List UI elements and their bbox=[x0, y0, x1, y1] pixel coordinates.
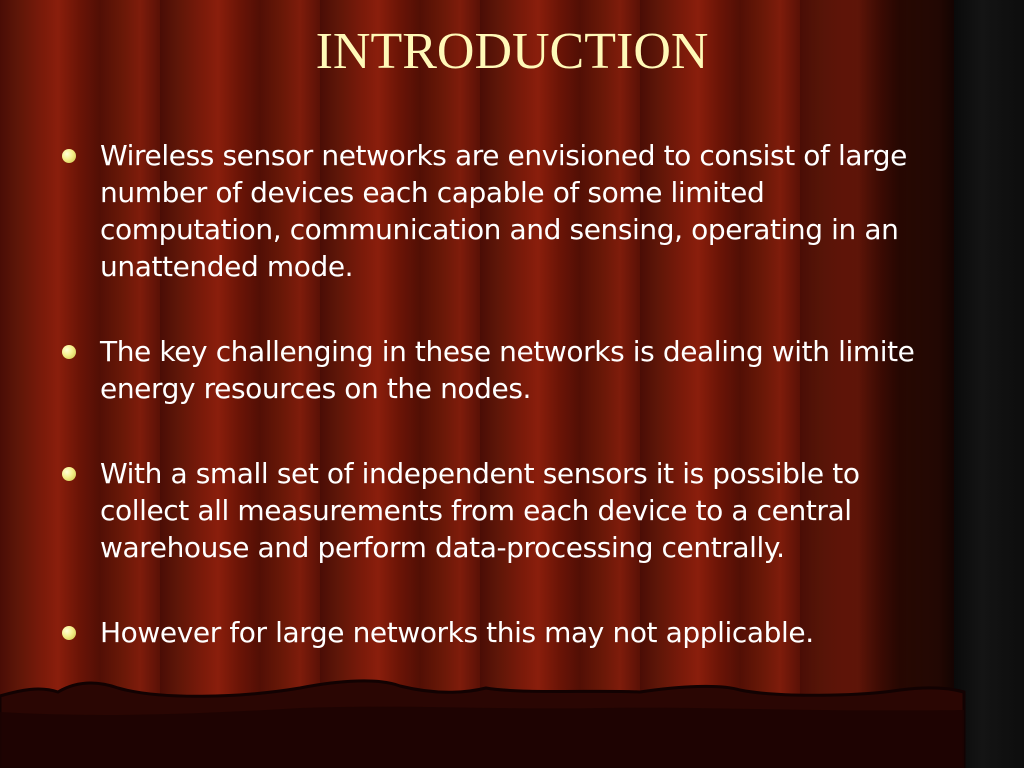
bullet-item: However for large networks this may not … bbox=[62, 614, 952, 651]
bullet-text: Wireless sensor networks are envisioned … bbox=[100, 139, 907, 283]
bullet-item: With a small set of independent sensors … bbox=[62, 455, 952, 566]
bullet-dot-icon bbox=[62, 345, 76, 359]
bullet-text: The key challenging in these networks is… bbox=[100, 335, 915, 405]
bullet-dot-icon bbox=[62, 626, 76, 640]
bullet-item: The key challenging in these networks is… bbox=[62, 333, 952, 407]
bullet-item: Wireless sensor networks are envisioned … bbox=[62, 137, 952, 285]
curtain-edge-panel bbox=[954, 0, 1024, 768]
bullet-text: With a small set of independent sensors … bbox=[100, 457, 860, 564]
bullet-dot-icon bbox=[62, 149, 76, 163]
bullet-text: However for large networks this may not … bbox=[100, 616, 814, 649]
curtain-valance bbox=[0, 679, 966, 768]
bullet-dot-icon bbox=[62, 467, 76, 481]
bullet-list: Wireless sensor networks are envisioned … bbox=[62, 137, 952, 651]
slide-title: INTRODUCTION bbox=[315, 23, 709, 80]
